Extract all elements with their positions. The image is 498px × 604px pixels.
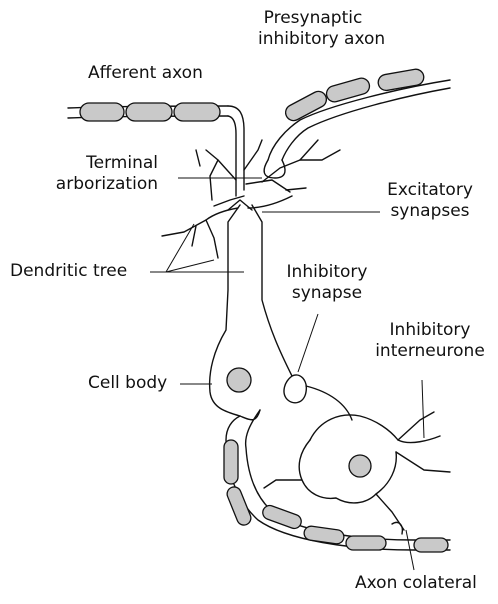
- myelin-segment: [325, 76, 372, 104]
- myelin-segment: [377, 68, 425, 92]
- neuron-soma-outline: [210, 200, 292, 420]
- label-interneurone-line1: Inhibitory: [370, 320, 490, 341]
- soma-nucleus: [227, 368, 251, 392]
- leader-dendritic-b: [166, 260, 214, 272]
- collateral-branch: [392, 522, 402, 534]
- label-excitatory-synapses: Excitatory synapses: [380, 180, 480, 222]
- label-presynaptic-line2: inhibitory axon: [258, 29, 368, 50]
- myelin-segment: [346, 536, 386, 550]
- myelin-segment: [283, 89, 329, 124]
- leader-interneurone: [422, 380, 424, 438]
- myelin-segment: [303, 525, 345, 544]
- dendrite-tree: [162, 196, 292, 258]
- myelin-segment: [80, 103, 124, 121]
- label-presynaptic-line1: Presynaptic: [258, 8, 368, 29]
- myelin-segment: [225, 485, 253, 527]
- label-afferent-axon: Afferent axon: [88, 63, 203, 84]
- efferent-axon: [226, 410, 450, 550]
- label-interneurone-line2: interneurone: [370, 341, 490, 362]
- label-terminal-arborization: Terminal arborization: [40, 153, 158, 195]
- label-axon-collateral: Axon colateral: [355, 573, 477, 594]
- myelin-segment: [261, 504, 303, 531]
- label-inhib-synapse-line1: Inhibitory: [272, 262, 382, 283]
- myelin-segment: [224, 440, 238, 484]
- label-inhibitory-synapse: Inhibitory synapse: [272, 262, 382, 304]
- label-cell-body: Cell body: [88, 373, 167, 394]
- label-presynaptic: Presynaptic inhibitory axon: [258, 8, 368, 50]
- label-inhibitory-interneurone: Inhibitory interneurone: [370, 320, 490, 362]
- label-terminal-line2: arborization: [40, 174, 158, 195]
- myelin-sheaths: [80, 68, 448, 552]
- terminal-branches: [196, 140, 340, 206]
- label-inhib-synapse-line2: synapse: [272, 283, 382, 304]
- label-dendritic-tree: Dendritic tree: [10, 261, 127, 282]
- interneurone-nucleus: [349, 455, 371, 477]
- leader-inhib-synapse: [298, 314, 318, 372]
- inhibitory-synapse-bouton: [284, 375, 306, 403]
- leader-dendritic-a: [166, 224, 194, 272]
- label-excitatory-line2: synapses: [380, 201, 480, 222]
- myelin-segment: [174, 103, 220, 121]
- myelin-segment: [414, 538, 448, 552]
- label-terminal-line1: Terminal: [40, 153, 158, 174]
- label-excitatory-line1: Excitatory: [380, 180, 480, 201]
- myelin-segment: [126, 103, 172, 121]
